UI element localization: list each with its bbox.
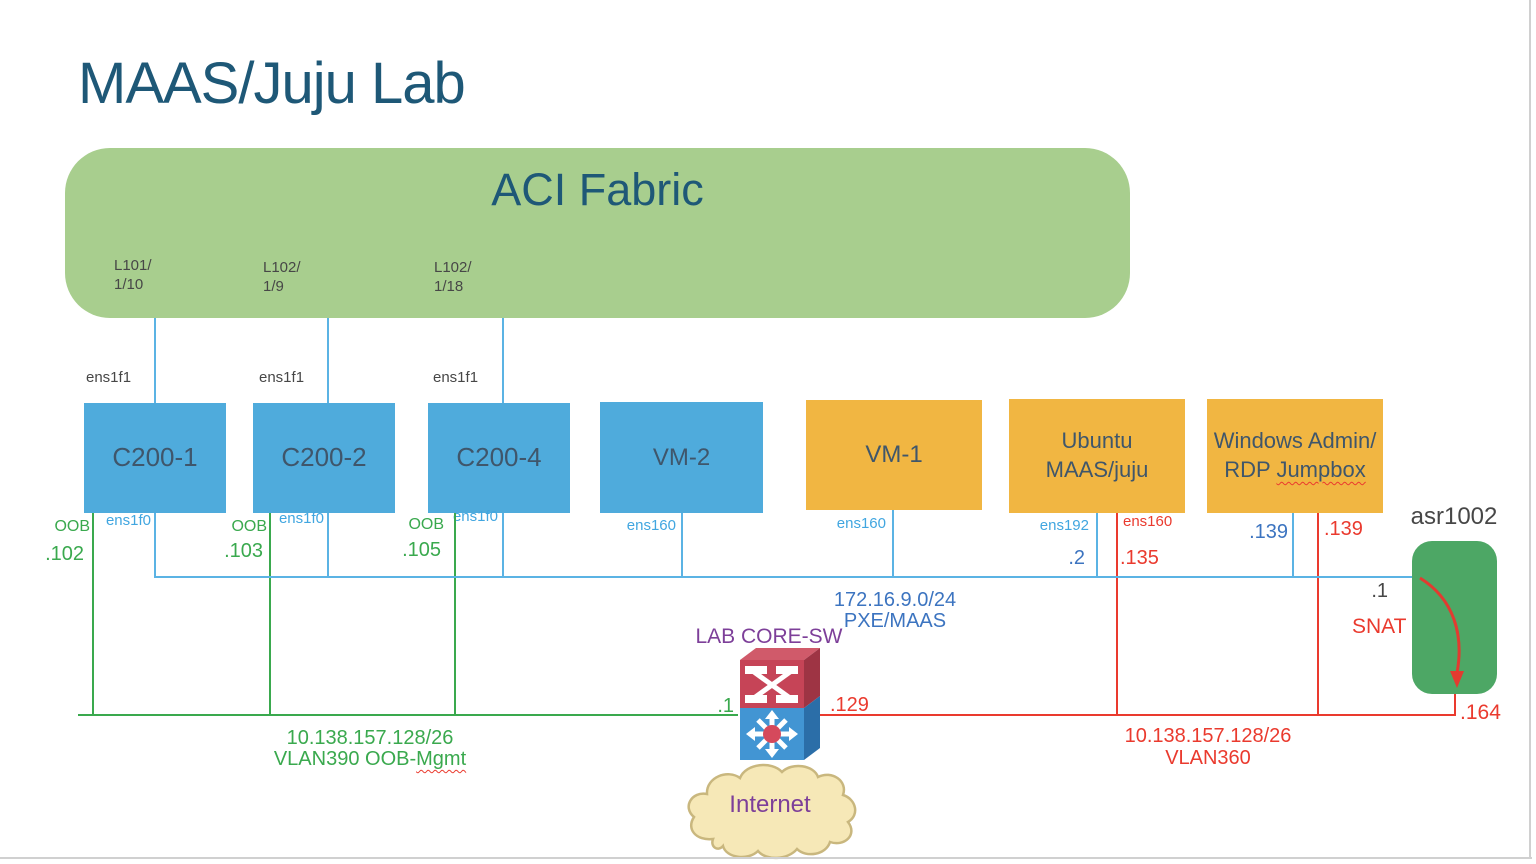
asr1002-label: asr1002 bbox=[1410, 503, 1498, 530]
internet-label: Internet bbox=[729, 791, 811, 818]
uplink-if-label-c200-4: ens1f1 bbox=[433, 369, 479, 386]
node-maas-label-line2: MAAS/juju bbox=[1045, 457, 1149, 482]
node-jumpbox-label-line2: RDP Jumpbox bbox=[1224, 456, 1365, 485]
node-jumpbox-label-line2-word: Jumpbox bbox=[1276, 457, 1366, 482]
lan-if-label-c200-1: ens1f0 bbox=[105, 512, 151, 529]
aci-fabric-box: ACI Fabric L101/ 1/10 L102/ 1/9 L102/ 1/… bbox=[65, 148, 1130, 318]
wan-bus-line bbox=[820, 714, 1456, 716]
oob-line-c200-4 bbox=[454, 513, 456, 716]
lan-line-vm-1 bbox=[892, 510, 894, 577]
lan-line-c200-2 bbox=[327, 513, 329, 577]
wan-line-maas bbox=[1116, 513, 1118, 715]
lan-if-label-c200-4: ens1f0 bbox=[452, 508, 498, 525]
node-maas-label-line1: Ubuntu bbox=[1061, 428, 1133, 454]
lan-ip-maas: .2 bbox=[1068, 547, 1085, 569]
lan-if-label-vm-2: ens160 bbox=[626, 517, 676, 534]
node-maas: Ubuntu MAAS/juju bbox=[1009, 399, 1185, 513]
lan-line-jumpbox bbox=[1292, 513, 1294, 577]
page-title: MAAS/Juju Lab bbox=[78, 51, 466, 116]
uplink-if-label-c200-2: ens1f1 bbox=[259, 369, 305, 386]
oob-line-c200-2 bbox=[269, 513, 271, 716]
lan-if-label-maas: ens192 bbox=[1039, 517, 1089, 534]
fabric-port-1: L101/ 1/10 bbox=[114, 256, 152, 294]
node-c200-4-label: C200-4 bbox=[456, 442, 542, 473]
lan-if-label-vm-1: ens160 bbox=[836, 515, 886, 532]
wan-network-cidr: 10.138.157.128/26 bbox=[1124, 725, 1292, 747]
aci-fabric-title: ACI Fabric bbox=[491, 164, 704, 215]
lan-line-c200-4 bbox=[502, 513, 504, 577]
node-c200-2: C200-2 bbox=[253, 403, 395, 513]
asr-pxe-ip: .1 bbox=[1371, 580, 1388, 602]
oob-line-c200-1 bbox=[92, 513, 94, 716]
core-switch-label: LAB CORE-SW bbox=[695, 625, 843, 648]
oob-label-c200-1: OOB bbox=[54, 518, 90, 535]
lan-line-maas bbox=[1096, 513, 1098, 577]
oob-network-name-word: Mgmt bbox=[416, 748, 467, 770]
oob-label-c200-2: OOB bbox=[231, 518, 267, 535]
oob-ip-c200-1: .102 bbox=[45, 543, 84, 565]
pxe-bus-line bbox=[154, 576, 1414, 578]
node-c200-2-label: C200-2 bbox=[281, 442, 367, 473]
asr-snat-label: SNAT bbox=[1352, 615, 1407, 638]
pxe-network-name: PXE/MAAS bbox=[843, 610, 947, 632]
oob-network-name-prefix: VLAN390 OOB- bbox=[273, 748, 417, 770]
lan-line-vm-2 bbox=[681, 513, 683, 577]
fabric-port-3-line1: L102/ bbox=[434, 259, 472, 276]
oob-bus-line bbox=[78, 714, 738, 716]
node-c200-1-label: C200-1 bbox=[112, 442, 198, 473]
uplink-line-c200-4 bbox=[502, 318, 504, 404]
lan-ip-jumpbox: .139 bbox=[1249, 521, 1288, 543]
node-jumpbox-label-line1: Windows Admin/ bbox=[1213, 428, 1377, 454]
slide-bottom-edge bbox=[0, 857, 1532, 859]
node-vm-2-label: VM-2 bbox=[652, 443, 711, 471]
fabric-port-1-line1: L101/ bbox=[114, 257, 152, 274]
snat-arrow-icon bbox=[1419, 576, 1464, 688]
wan-if-label-maas: ens160 bbox=[1123, 513, 1173, 530]
wan-line-jumpbox bbox=[1317, 513, 1319, 715]
oob-ip-c200-2: .103 bbox=[224, 540, 263, 562]
node-jumpbox: Windows Admin/ RDP Jumpbox bbox=[1207, 399, 1383, 513]
oob-ip-c200-4: .105 bbox=[402, 539, 441, 561]
node-c200-4: C200-4 bbox=[428, 403, 570, 513]
fabric-port-2-line1: L102/ bbox=[263, 259, 301, 276]
uplink-line-c200-1 bbox=[154, 318, 156, 404]
fabric-port-2: L102/ 1/9 bbox=[263, 258, 301, 296]
node-vm-2: VM-2 bbox=[600, 402, 763, 513]
internet-cloud-icon bbox=[687, 763, 857, 860]
lan-if-label-c200-2: ens1f0 bbox=[278, 510, 324, 527]
node-c200-1: C200-1 bbox=[84, 403, 226, 513]
asr-wan-stub-line bbox=[1454, 692, 1456, 715]
node-vm-1: VM-1 bbox=[806, 400, 982, 510]
oob-label-c200-4: OOB bbox=[408, 516, 444, 533]
switch-wan-ip: .129 bbox=[830, 694, 869, 716]
fabric-port-3: L102/ 1/18 bbox=[434, 258, 472, 296]
uplink-if-label-c200-1: ens1f1 bbox=[86, 369, 132, 386]
fabric-port-3-line2: 1/18 bbox=[434, 278, 464, 295]
switch-oob-ip: .1 bbox=[717, 695, 734, 717]
pxe-network-cidr: 172.16.9.0/24 bbox=[833, 589, 957, 611]
slide-right-edge bbox=[1529, 0, 1531, 859]
fabric-port-2-line2: 1/9 bbox=[263, 278, 284, 295]
node-vm-1-label: VM-1 bbox=[865, 441, 923, 469]
uplink-line-c200-2 bbox=[327, 318, 329, 404]
lan-line-c200-1 bbox=[154, 513, 156, 577]
oob-network-cidr: 10.138.157.128/26 bbox=[286, 727, 454, 749]
node-jumpbox-label-line2-prefix: RDP bbox=[1224, 457, 1277, 482]
asr-wan-ip: .164 bbox=[1460, 701, 1501, 724]
wan-ip-jumpbox: .139 bbox=[1324, 518, 1363, 540]
wan-network-name: VLAN360 bbox=[1165, 747, 1251, 769]
wan-ip-maas: .135 bbox=[1120, 547, 1159, 569]
fabric-port-1-line2: 1/10 bbox=[114, 276, 144, 293]
oob-network-name: VLAN390 OOB-Mgmt bbox=[250, 748, 490, 771]
l3-switch-icon bbox=[740, 648, 820, 760]
